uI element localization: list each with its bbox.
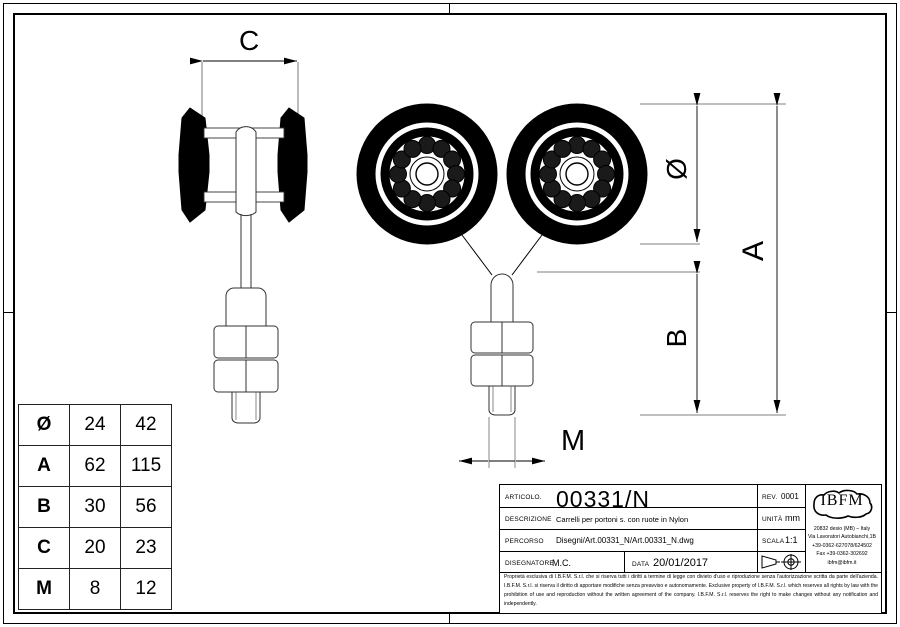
projection-symbol-icon [761,554,801,570]
rev-label: REV. [762,494,778,501]
percorso-value: Disegni/Art.00331_N/Art.00331_N.dwg [556,536,694,545]
address-line: Fax +39-0362-302692 [816,551,868,558]
dimension-label-a: A [737,241,770,262]
tb-divider [757,485,758,572]
spec-value-2: 56 [120,486,172,528]
rev-value: 0001 [781,492,799,501]
centering-tick-left [3,312,14,313]
table-row: B 30 56 [18,486,172,528]
address-line: ibfm@ibfm.it [827,559,857,566]
scala-label: SCALA [762,538,785,545]
centering-tick-top [449,3,450,14]
ibfm-logo-text: IBFM [820,492,864,509]
disegnatore-value: M.C. [552,558,571,568]
spec-value-1: 20 [69,527,121,569]
spec-key: C [18,527,70,569]
address-line: 20832 desio (MB) – Italy [813,526,871,532]
dimension-label-m: M [561,425,586,457]
unita-value: mm [785,513,800,523]
tb-divider [805,485,806,572]
table-row: C 20 23 [18,527,172,569]
descrizione-value: Carrelli per portoni s. con ruote in Nyl… [556,515,689,524]
centering-tick-right [886,312,897,313]
spec-value-1: 62 [69,445,121,487]
spec-value-1: 24 [69,404,121,446]
dimension-label-diameter: Ø [661,158,692,180]
articolo-value: 00331/N [556,486,650,512]
spec-key: Ø [18,404,70,446]
specification-table: Ø 24 42 A 62 115 B 30 56 C 20 23 M 8 [18,404,172,610]
tb-divider [624,551,625,572]
sheet-border-outer [3,3,897,624]
tb-divider [757,551,805,552]
table-row: Ø 24 42 [18,404,172,446]
sheet-border-inner [13,13,887,614]
legal-notice: Proprietà esclusiva di I.B.F.M. S.r.l. c… [504,574,878,607]
spec-value-1: 30 [69,486,121,528]
table-row: M 8 12 [18,568,172,610]
spec-key: A [18,445,70,487]
data-value: 20/01/2017 [653,557,709,569]
percorso-label: PERCORSO [505,538,544,545]
spec-value-2: 42 [120,404,172,446]
scala-value: 1:1 [785,535,798,545]
tb-divider [757,507,805,508]
descrizione-label: DESCRIZIONE [505,516,552,523]
spec-key: M [18,568,70,610]
spec-value-2: 23 [120,527,172,569]
company-address: 20832 desio (MB) – Italy Via Lavoratori … [788,525,896,567]
table-row: A 62 115 [18,445,172,487]
unita-label: UNITÀ [762,516,783,523]
spec-value-2: 12 [120,568,172,610]
tb-divider [500,529,805,530]
tb-divider [500,572,881,573]
disegnatore-label: DISEGNATORE [505,560,554,567]
spec-key: B [18,486,70,528]
dimension-label-b: B [661,328,692,348]
tb-divider [500,551,805,552]
spec-value-1: 8 [69,568,121,610]
data-label: DATA [632,561,650,568]
spec-table-body: Ø 24 42 A 62 115 B 30 56 C 20 23 M 8 [18,404,172,610]
tb-divider [757,529,805,530]
address-line: Via Lavoratori Autobianchi,1B [808,534,876,541]
address-line: +39-0362-627078/624502 [812,542,872,549]
ibfm-logo-icon [813,489,873,519]
tb-divider [500,507,805,508]
centering-tick-bottom [449,614,450,624]
articolo-label: ARTICOLO. [505,494,542,501]
title-block: ARTICOLO. 00331/N DESCRIZIONE Carrelli p… [499,484,882,614]
spec-value-2: 115 [120,445,172,487]
dimension-label-c: C [239,25,260,56]
